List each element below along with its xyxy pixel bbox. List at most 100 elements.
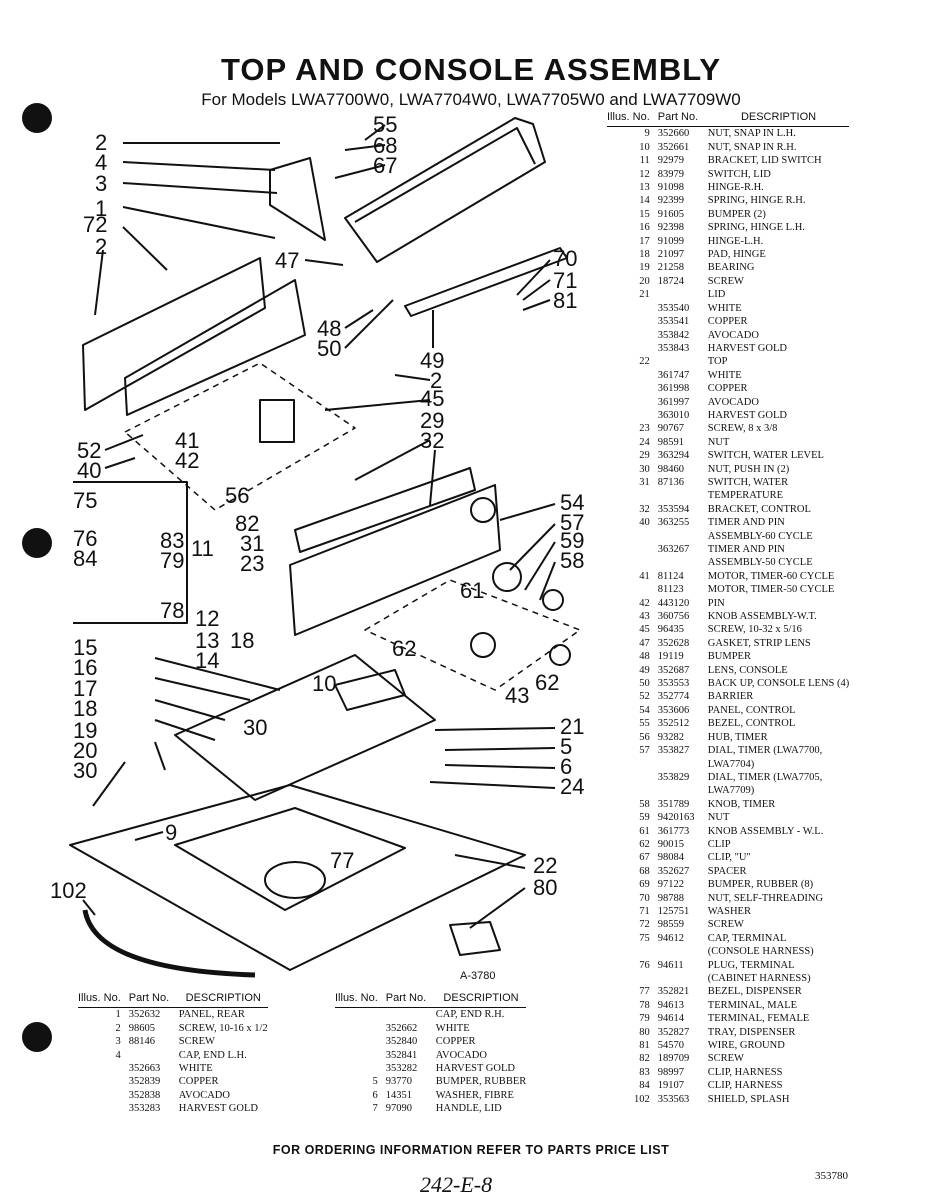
callout-number: 57: [560, 510, 585, 535]
part-description: TRAY, DISPENSER: [707, 1026, 796, 1038]
illus-no: [335, 1049, 386, 1062]
callout-number: 61: [460, 578, 485, 603]
part-description: AVOCADO: [178, 1089, 230, 1101]
illus-no: 84: [639, 1080, 650, 1092]
callout-number: 47: [275, 248, 300, 273]
part-no: 353827: [657, 745, 690, 757]
illus-no: 23: [639, 423, 650, 435]
part-description: AVOCADO: [707, 396, 759, 408]
part-no: 93282: [657, 731, 685, 743]
part-description: LWA7704): [707, 758, 755, 770]
callout-number: 84: [73, 546, 98, 571]
illus-no: 83: [639, 1066, 650, 1078]
part-description: COPPER: [178, 1076, 219, 1088]
part-description: KNOB ASSEMBLY-W.T.: [707, 611, 817, 623]
illus-no: 58: [639, 798, 650, 810]
callout-number: 58: [560, 548, 585, 573]
part-no: 352661: [657, 141, 690, 153]
part-no: 54570: [657, 1040, 685, 1052]
table-row: CAP, END R.H.: [335, 1008, 526, 1022]
part-description: HARVEST GOLD: [435, 1063, 515, 1075]
callout-number: 75: [73, 488, 98, 513]
part-no: 19107: [657, 1080, 685, 1092]
part-description: WIRE, GROUND: [707, 1040, 785, 1052]
illus-no: 6: [372, 1089, 378, 1101]
part-no: 81123: [657, 584, 684, 596]
part-description: BEZEL, CONTROL: [707, 718, 796, 730]
illus-no: [335, 1008, 386, 1022]
part-description: KNOB ASSEMBLY - W.L.: [707, 825, 824, 837]
part-no: 91605: [657, 208, 685, 220]
illus-no: 55: [639, 718, 650, 730]
part-description: BACK UP, CONSOLE LENS (4): [707, 678, 850, 690]
part-no: 352774: [657, 691, 690, 703]
illus-no: 11: [639, 155, 650, 167]
illus-no: [607, 489, 658, 502]
part-no: 363267: [657, 544, 690, 555]
part-no: 91098: [657, 182, 685, 194]
callout-number: 12: [195, 606, 220, 631]
callout-number: 48: [317, 316, 342, 341]
part-no: 189709: [657, 1053, 690, 1065]
part-no: 93770: [385, 1076, 413, 1088]
part-no: 352838: [128, 1089, 161, 1101]
illus-no: [607, 530, 658, 543]
part-no: 88146: [128, 1036, 156, 1048]
part-no: [658, 758, 704, 771]
callout-number: 1: [95, 196, 108, 221]
part-no: 96435: [657, 624, 685, 636]
callout-number: 30: [73, 758, 98, 783]
callout-number: 68: [373, 133, 398, 158]
callout-number: 79: [160, 548, 185, 573]
part-no: 19119: [657, 651, 684, 663]
part-description: TIMER AND PIN: [707, 544, 785, 555]
part-no: 353606: [657, 704, 690, 716]
part-no: 443120: [657, 597, 690, 609]
callout-number: 32: [420, 428, 445, 453]
illus-no: 1: [115, 1009, 121, 1021]
part-no: 352840: [385, 1036, 418, 1048]
part-description: AVOCADO: [435, 1049, 487, 1061]
part-description: NUT: [707, 812, 730, 824]
callout-number: 24: [560, 774, 585, 799]
part-description: LID: [707, 289, 726, 301]
callout-number: 15: [73, 635, 98, 660]
table-row: (CONSOLE HARNESS): [607, 945, 849, 958]
illus-no: [607, 302, 658, 315]
part-description: HARVEST GOLD: [707, 409, 787, 421]
illus-no: 80: [639, 1026, 650, 1038]
illus-no: 69: [639, 879, 650, 891]
part-no: 353283: [128, 1103, 161, 1115]
part-description: SCREW, 10-16 x 1/2: [178, 1022, 268, 1034]
illus-no: 43: [639, 611, 650, 623]
illus-no: 12: [639, 168, 650, 180]
part-description: NUT, SELF-THREADING: [707, 892, 824, 904]
part-no: 352628: [657, 637, 690, 649]
callout-number: 40: [77, 458, 102, 483]
callout-number: 52: [77, 438, 102, 463]
part-description: CLIP, HARNESS: [707, 1080, 783, 1092]
part-description: BUMPER, RUBBER (8): [707, 879, 814, 891]
part-description: AVOCADO: [707, 329, 759, 341]
callout-number: 21: [560, 714, 585, 739]
part-description: CAP, END L.H.: [178, 1049, 247, 1061]
part-no: 352662: [385, 1022, 418, 1034]
part-description: KNOB, TIMER: [707, 798, 776, 810]
